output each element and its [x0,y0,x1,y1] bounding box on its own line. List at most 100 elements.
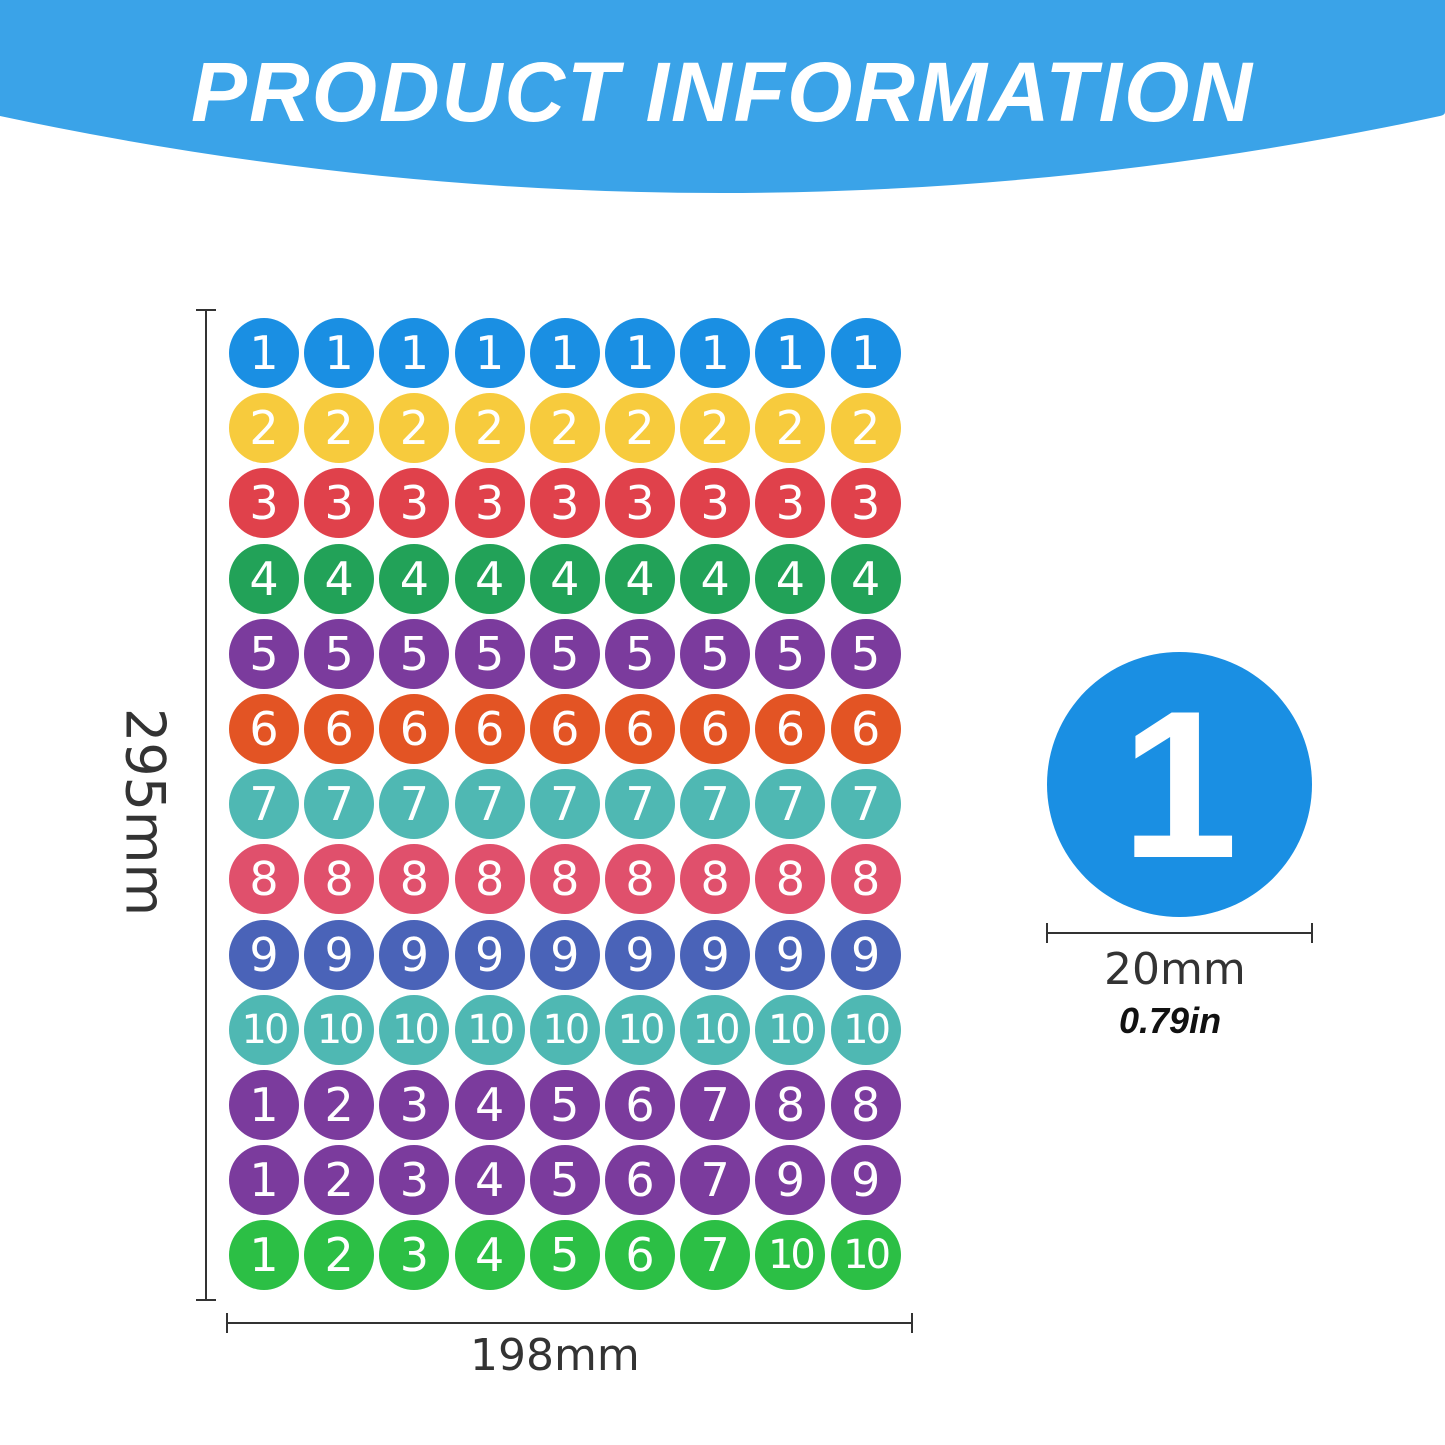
number-sticker: 3 [379,1220,450,1291]
number-sticker: 7 [379,769,450,840]
number-sticker: 7 [830,769,901,840]
number-sticker: 8 [379,844,450,915]
number-sticker: 8 [304,844,375,915]
number-sticker: 4 [229,543,299,614]
number-sticker: 5 [454,618,525,689]
number-sticker: 9 [229,919,299,990]
number-sticker: 8 [830,844,901,915]
height-label: 295mm [113,707,177,917]
number-sticker: 2 [830,393,901,464]
number-sticker: 10 [830,994,901,1065]
number-sticker: 3 [529,468,600,539]
number-sticker: 4 [454,1070,525,1140]
number-sticker: 1 [229,1145,299,1216]
number-sticker: 1 [830,318,901,388]
number-sticker: 5 [529,1145,600,1216]
number-sticker: 2 [304,393,375,464]
number-sticker: 1 [755,318,826,388]
number-sticker: 10 [454,994,525,1065]
number-sticker: 6 [680,694,751,764]
number-sticker: 5 [229,618,299,689]
number-sticker: 9 [304,919,375,990]
number-sticker: 3 [605,468,675,539]
sticker-size-in: 0.79in [1119,1000,1222,1041]
number-sticker: 6 [605,1145,675,1216]
number-sticker: 10 [830,1220,901,1291]
number-sticker: 4 [830,543,901,614]
number-sticker: 3 [379,1070,450,1140]
number-sticker: 10 [529,994,600,1065]
number-sticker: 6 [379,694,450,764]
number-sticker: 4 [379,543,450,614]
number-sticker: 6 [605,1220,675,1291]
number-sticker: 8 [755,1070,826,1140]
number-sticker: 2 [605,393,675,464]
number-sticker: 1 [229,318,299,388]
number-sticker: 3 [379,1145,450,1216]
number-sticker: 1 [680,318,751,388]
number-sticker: 5 [529,618,600,689]
number-sticker: 2 [229,393,299,464]
sticker-size-mm: 20mm [1104,944,1246,995]
number-sticker: 3 [379,468,450,539]
number-sticker: 6 [529,694,600,764]
number-sticker: 7 [605,769,675,840]
height-dimension-line [196,309,216,1301]
number-sticker: 3 [229,468,299,539]
number-sticker: 9 [605,919,675,990]
number-sticker: 3 [755,468,826,539]
number-sticker: 6 [755,694,826,764]
number-sticker: 8 [605,844,675,915]
number-sticker: 7 [229,769,299,840]
number-sticker: 2 [379,393,450,464]
sample-sticker-number: 1 [1121,666,1238,902]
number-sticker: 10 [379,994,450,1065]
width-dimension-line [226,1313,913,1333]
number-sticker: 2 [680,393,751,464]
number-sticker: 2 [454,393,525,464]
number-sticker: 5 [605,618,675,689]
number-sticker: 4 [605,543,675,614]
number-sticker: 7 [304,769,375,840]
number-sticker: 6 [605,694,675,764]
number-sticker: 9 [680,919,751,990]
number-sticker: 1 [304,318,375,388]
number-sticker: 8 [830,1070,901,1140]
number-sticker: 4 [454,1220,525,1291]
header-banner [0,0,1445,193]
number-sticker: 7 [454,769,525,840]
number-sticker: 8 [454,844,525,915]
number-sticker: 5 [304,618,375,689]
number-sticker: 4 [304,543,375,614]
number-sticker: 1 [605,318,675,388]
number-sticker: 5 [529,1070,600,1140]
number-sticker: 10 [755,994,826,1065]
number-sticker: 4 [454,1145,525,1216]
number-sticker: 5 [830,618,901,689]
number-sticker: 10 [680,994,751,1065]
number-sticker: 10 [229,994,299,1065]
number-sticker: 9 [379,919,450,990]
number-sticker: 8 [229,844,299,915]
number-sticker: 7 [680,769,751,840]
number-sticker: 9 [529,919,600,990]
number-sticker: 3 [454,468,525,539]
sticker-size-dimension-line [1046,923,1313,943]
number-sticker: 5 [755,618,826,689]
number-sticker: 6 [605,1070,675,1140]
number-sticker: 4 [454,543,525,614]
number-sticker: 3 [304,468,375,539]
number-sticker: 2 [304,1220,375,1291]
number-sticker: 6 [454,694,525,764]
number-sticker: 10 [605,994,675,1065]
number-sticker: 7 [680,1145,751,1216]
number-sticker: 1 [229,1070,299,1140]
number-sticker: 7 [680,1220,751,1291]
width-label: 198mm [470,1330,640,1381]
number-sticker: 8 [755,844,826,915]
number-sticker: 9 [755,919,826,990]
number-sticker: 1 [379,318,450,388]
number-sticker: 4 [680,543,751,614]
number-sticker: 9 [454,919,525,990]
number-sticker: 1 [454,318,525,388]
